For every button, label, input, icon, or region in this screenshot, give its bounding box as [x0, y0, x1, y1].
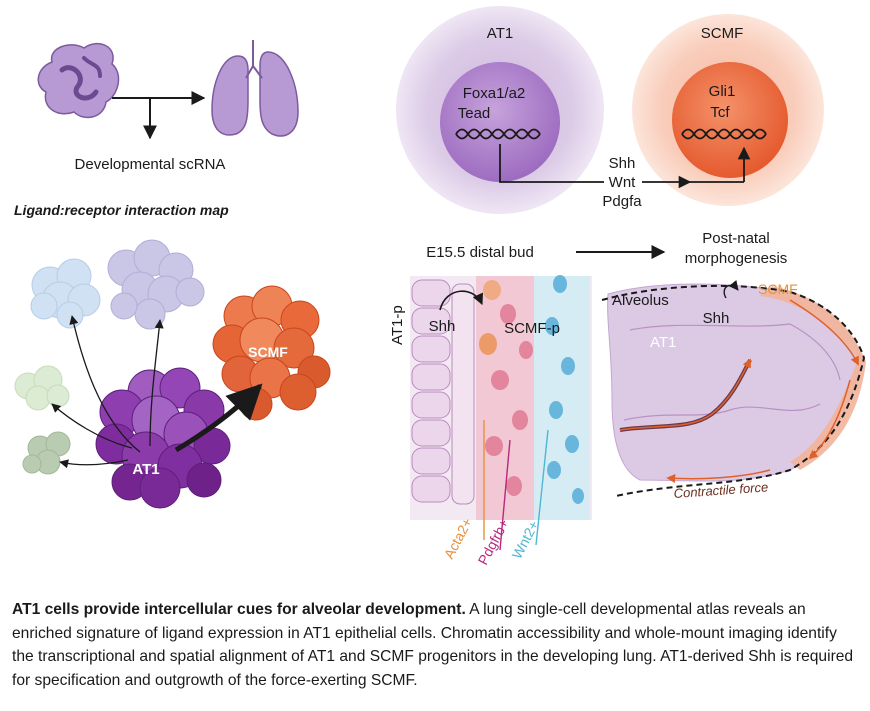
stage-from-label: E15.5 distal bud — [426, 244, 534, 261]
scmf-cluster-label: SCMF — [248, 344, 288, 360]
ligand-shh: Shh — [609, 155, 636, 172]
at1-tf-tead: Tead — [458, 105, 491, 122]
marker-acta2: Acta2+ — [441, 515, 476, 561]
contractile-force-label: Contractile force — [673, 479, 768, 501]
adult-lung-icon — [211, 40, 299, 137]
interaction-map-title: Ligand:receptor interaction map — [14, 202, 229, 218]
figure-caption: AT1 cells provide intercellular cues for… — [12, 598, 862, 692]
distal-bud-tissue — [410, 275, 592, 551]
tissue-shh-label: Shh — [429, 318, 456, 335]
scmf-cell-nucleus — [672, 62, 788, 178]
at1-to-scmf-arrow — [174, 383, 263, 453]
alveolus-shh-label: Shh — [703, 310, 730, 327]
figure-illustration: Developmental scRNA Ligand:receptor inte… — [14, 6, 866, 567]
developing-lung-icon — [37, 43, 120, 119]
alveolus-scmf-label: SCMF — [758, 281, 798, 297]
caption-bold-lead: AT1 cells provide intercellular cues for… — [12, 601, 466, 618]
at1-cluster-label: AT1 — [132, 461, 159, 478]
at1-cell-title: AT1 — [487, 25, 513, 42]
alveolus-at1-label: AT1 — [650, 334, 676, 351]
ligand-pdgfa: Pdgfa — [602, 193, 642, 210]
caption-body: A lung single-cell developmental atlas r… — [12, 601, 854, 689]
alveolus-label: Alveolus — [612, 292, 669, 309]
scmf-dna-helix — [681, 128, 767, 140]
at1-dna-helix — [455, 128, 541, 140]
scmf-tf-gli1: Gli1 — [709, 83, 736, 100]
at1p-label: AT1-p — [389, 305, 406, 345]
at1-cell-nucleus — [440, 62, 560, 182]
marker-pdgfrb: Pdgfrb+ — [475, 516, 512, 567]
lavender-cluster — [107, 239, 205, 330]
scrna-label: Developmental scRNA — [75, 156, 226, 173]
sage-cluster — [22, 431, 71, 475]
interaction-arrows — [51, 315, 164, 469]
shh-local-arrow — [439, 290, 484, 311]
at1-tf-foxa: Foxa1/a2 — [463, 85, 526, 102]
scmf-tf-tcf: Tcf — [710, 104, 730, 121]
ligand-wnt: Wnt — [609, 174, 637, 191]
light-blue-cluster — [30, 258, 101, 329]
alveolus-illustration — [601, 280, 866, 497]
scrna-arrows — [112, 91, 206, 140]
pale-green-cluster — [14, 365, 70, 411]
stage-to-label-2: morphogenesis — [685, 250, 788, 267]
scmfp-label: SCMF-p — [504, 320, 560, 337]
ligand-signal-arrows — [499, 144, 751, 189]
at1-cluster — [95, 367, 231, 509]
stage-to-label-1: Post-natal — [702, 230, 770, 247]
scmf-cell-title: SCMF — [701, 25, 744, 42]
